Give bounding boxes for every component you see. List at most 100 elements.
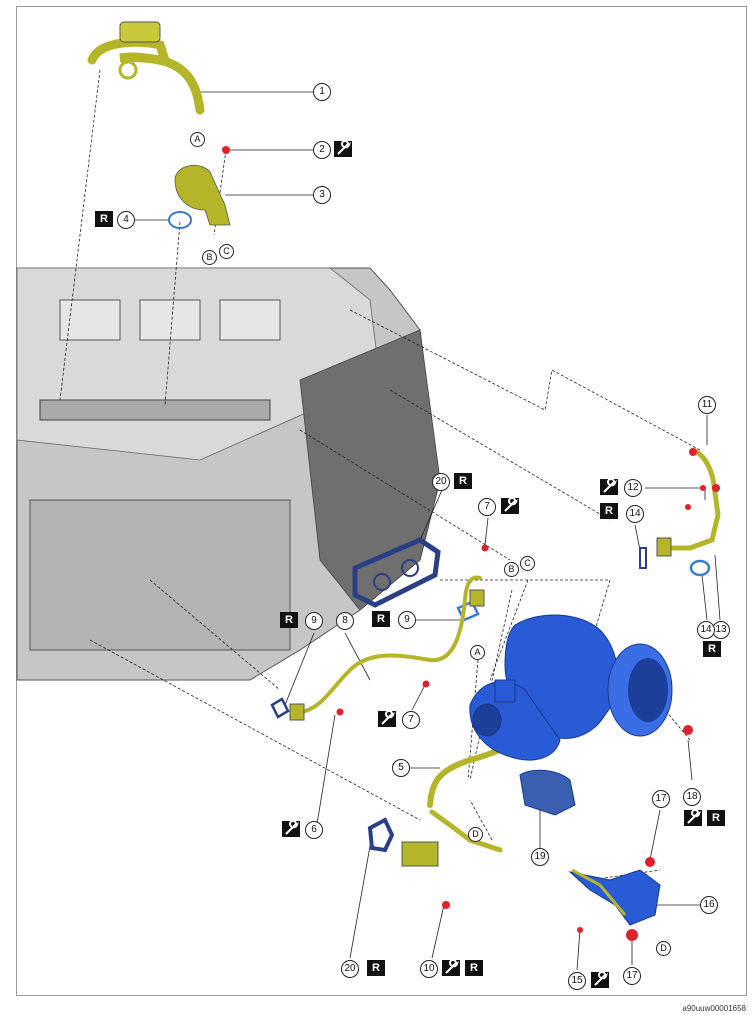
part-3-elbow [174, 164, 231, 226]
part-15-bolt [577, 927, 583, 933]
line-18 [687, 739, 693, 781]
callout-14-right: 14 [697, 621, 715, 639]
replace-badge-13: R [703, 641, 721, 657]
injector-rail [39, 399, 271, 421]
callout-7-lower: 7 [402, 711, 420, 729]
document-code: a90uuw00001658 [682, 1004, 746, 1013]
line-14b [701, 574, 708, 621]
bracket-body [568, 869, 661, 926]
replace-badge-12: R [600, 503, 618, 519]
wrench-icon [501, 497, 519, 514]
leader-12 [389, 389, 611, 521]
callout-20-lower: 20 [341, 960, 359, 978]
callout-7-upper: 7 [478, 498, 496, 516]
part-1-pcv-hose [87, 21, 205, 115]
leader-1 [59, 69, 101, 401]
oil-return-flange [401, 841, 439, 867]
wrench-icon [442, 959, 460, 976]
part-7-bolt-upper [481, 544, 489, 552]
turbo-outlet [472, 703, 502, 737]
coolant-pipe-body [298, 575, 482, 714]
engine-block [16, 267, 441, 681]
part-9-gasket-left [270, 697, 290, 719]
callout-9-right: 9 [398, 611, 416, 629]
callout-4: 4 [117, 211, 135, 229]
callout-17-upper: 17 [652, 790, 670, 808]
line-10 [431, 904, 445, 959]
line-6 [315, 714, 336, 831]
callout-16: 16 [700, 896, 718, 914]
part-20-gasket-lower [367, 817, 395, 853]
replace-badge-9-left: R [280, 612, 298, 628]
coolant-pipe-flange-right [469, 589, 485, 607]
part-2-bolt [222, 146, 230, 154]
leader-gasket [440, 579, 611, 681]
turbo-wastegate-actuator [519, 769, 576, 816]
part-17-nut-upper [645, 857, 655, 867]
wrench-icon [600, 478, 618, 495]
oil-pipe-flange [656, 537, 672, 557]
callout-15: 15 [568, 972, 586, 990]
replace-badge-18: R [707, 810, 725, 826]
part-16-bracket [568, 868, 661, 926]
leader-4 [164, 221, 181, 406]
replace-badge-10: R [465, 960, 483, 976]
callout-lines [135, 91, 721, 971]
oil-return-pipe-lower [429, 809, 503, 853]
callout-6: 6 [305, 821, 323, 839]
line-20a [419, 489, 443, 541]
ref-letter-a-top: A [190, 132, 205, 147]
cam-cover-3 [219, 299, 281, 341]
ref-letter-d-mid: D [468, 827, 483, 842]
wrench-icon [591, 971, 609, 988]
oil-pipe-body [662, 447, 721, 551]
gasket-upper-body [352, 537, 441, 608]
part-10-bolt [442, 901, 450, 909]
bracket-arm [571, 868, 627, 916]
callout-8: 8 [336, 612, 354, 630]
part-11-oil-pipe [639, 447, 721, 577]
turbo-inlet-bore [628, 658, 668, 722]
leader-20 [299, 429, 511, 561]
line-8 [344, 632, 371, 681]
callout-13: 13 [712, 621, 730, 639]
callout-18: 18 [683, 788, 701, 806]
gasket-lower-body [367, 817, 395, 853]
leader-9 [149, 579, 281, 691]
line-12 [645, 487, 706, 500]
replace-badge-20-upper: R [454, 473, 472, 489]
bolt-head [222, 146, 230, 154]
gasket-upper-port-1 [373, 573, 391, 591]
line-14a [634, 524, 641, 551]
part-14-gasket-b [689, 559, 711, 577]
turbo-flange [494, 679, 516, 703]
part-18-nut [683, 725, 693, 735]
part-8-coolant-pipe [289, 575, 485, 721]
part-6-bolt [336, 708, 344, 716]
pcv-hose-clip [118, 60, 138, 80]
part-4-o-ring [168, 211, 192, 229]
coolant-pipe-flange-left [289, 703, 305, 721]
lower-block [29, 499, 291, 651]
leader-5 [89, 639, 421, 821]
callout-5: 5 [392, 759, 410, 777]
part-5-oil-return-pipe [401, 737, 533, 867]
part-12-bolt-b [685, 504, 691, 510]
part-19-turbocharger [469, 614, 673, 816]
part-14-gasket-a [639, 547, 647, 569]
ref-letter-b-top: B [202, 250, 217, 265]
callout-10: 10 [420, 960, 438, 978]
ref-letter-c-mid: C [520, 556, 535, 571]
ref-letter-b-mid: B [504, 562, 519, 577]
wrench-icon [334, 140, 352, 157]
line-15 [576, 929, 581, 971]
ref-letter-c-top: C [219, 244, 234, 259]
callout-14-left: 14 [626, 505, 644, 523]
callout-2: 2 [313, 141, 331, 159]
line-7b [411, 684, 426, 711]
gasket-upper-port-2 [401, 559, 419, 577]
line-7a [484, 517, 489, 546]
callout-3: 3 [313, 186, 331, 204]
replace-badge-20-lower: R [367, 960, 385, 976]
wrench-icon [378, 710, 396, 727]
